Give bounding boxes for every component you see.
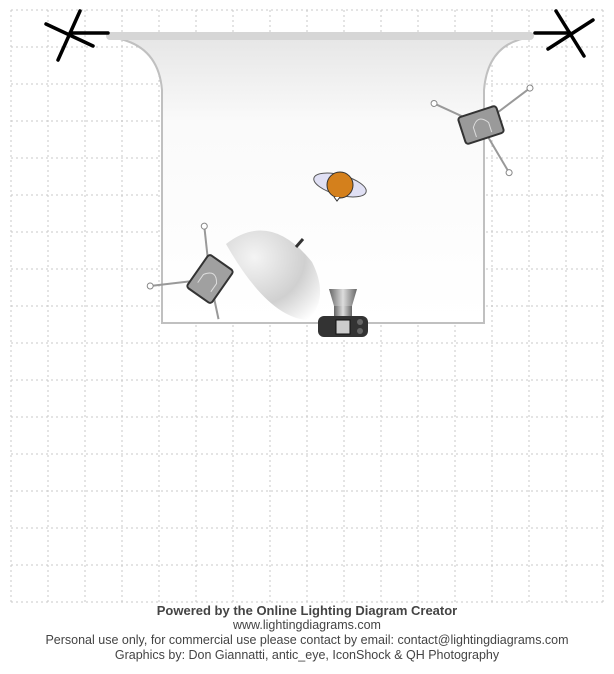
- background-stand-left[interactable]: [44, 9, 110, 62]
- license-text: Personal use only, for commercial use pl…: [45, 633, 569, 647]
- credits-text: Graphics by: Don Giannatti, antic_eye, I…: [114, 648, 500, 662]
- camera[interactable]: [318, 289, 368, 337]
- subject[interactable]: [311, 168, 368, 202]
- lighting-diagram-canvas: [10, 9, 604, 603]
- footer: Powered by the Online Lighting Diagram C…: [0, 603, 614, 663]
- strobe-left[interactable]: [146, 216, 259, 331]
- strobe-right[interactable]: [430, 70, 556, 192]
- website-link[interactable]: www.lightingdiagrams.com: [233, 618, 381, 632]
- umbrella[interactable]: [226, 230, 321, 320]
- powered-by-text: Powered by the Online Lighting Diagram C…: [156, 603, 458, 618]
- background-stand-right[interactable]: [533, 9, 595, 58]
